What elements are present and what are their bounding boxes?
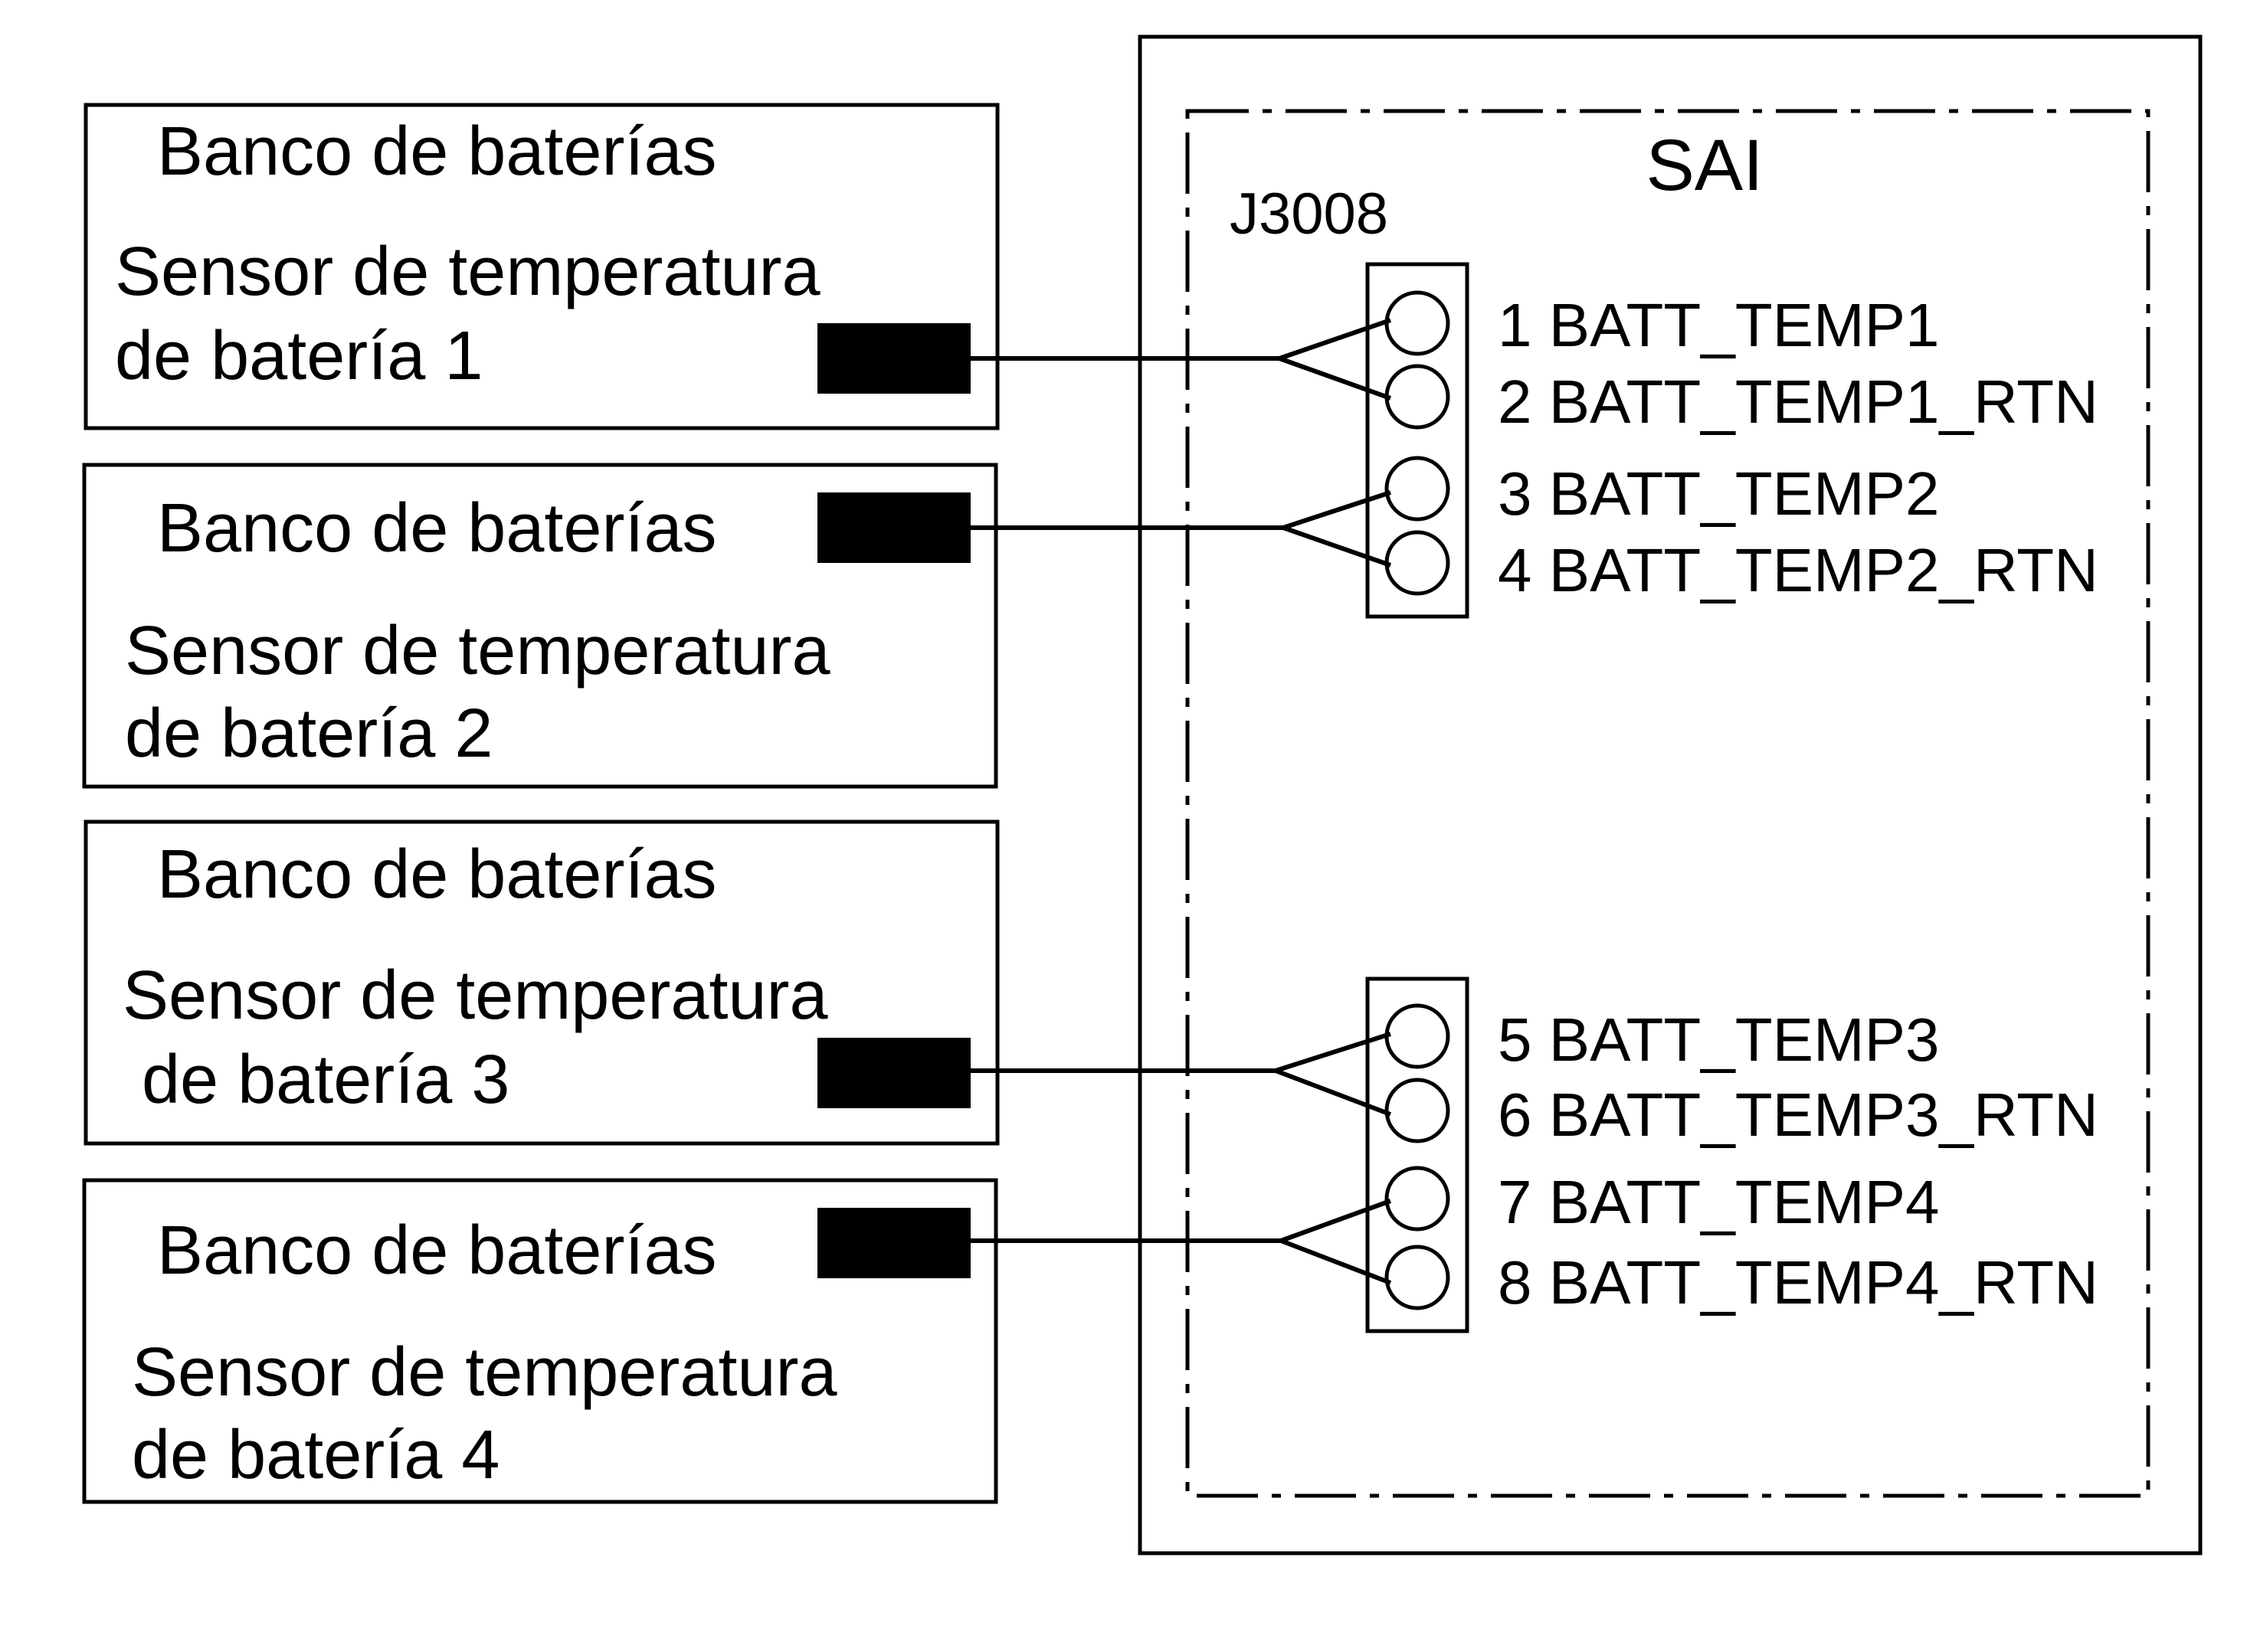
sensor-label-3-line2: de batería 3 [123,1042,509,1118]
pin-circle-3 [1384,456,1450,522]
pin-circle-1 [1384,290,1450,356]
connector-label: J3008 [1230,182,1388,247]
sensor-block-1 [817,323,971,394]
ups-outer-box [1138,34,2203,1555]
battery-bank-box-4 [82,1178,998,1504]
pin-circle-6 [1384,1078,1450,1143]
sensor-label-4-line2: de batería 4 [132,1417,500,1493]
ups-inner-boundary [1185,109,2150,1498]
pin-label-1: 1 BATT_TEMP1 [1498,291,1939,359]
pin-label-2: 2 BATT_TEMP1_RTN [1498,368,2098,436]
pin-circle-8 [1384,1245,1450,1310]
pin-label-5: 5 BATT_TEMP3 [1498,1006,1939,1074]
pin-label-6: 6 BATT_TEMP3_RTN [1498,1081,2098,1149]
battery-bank-box-3 [84,819,1000,1146]
sensor-label-2-line2: de batería 2 [125,695,493,772]
wire-sensor-1 [971,318,1392,401]
ups-title: SAI [1646,125,1763,206]
pin-circle-5 [1384,1003,1450,1069]
sensor-label-1-line1: Sensor de temperatura [115,234,821,310]
pin-label-8: 8 BATT_TEMP4_RTN [1498,1248,2098,1317]
battery-bank-title-3: Banco de baterías [157,836,717,913]
sensor-block-4 [817,1208,971,1278]
pin-label-3: 3 BATT_TEMP2 [1498,460,1939,528]
battery-bank-box-1 [84,103,1000,430]
sensor-block-2 [817,492,971,563]
wire-sensor-4 [971,1199,1392,1285]
pin-circle-4 [1384,530,1450,596]
battery-bank-title-1: Banco de baterías [157,113,717,190]
wire-sensor-3 [971,1032,1392,1117]
pin-circle-7 [1384,1166,1450,1232]
pin-circle-2 [1384,364,1450,430]
pin-label-4: 4 BATT_TEMP2_RTN [1498,536,2098,604]
pin-label-7: 7 BATT_TEMP4 [1498,1168,1939,1236]
sensor-block-3 [817,1038,971,1108]
wire-sensor-2 [971,490,1391,568]
sensor-label-4-line1: Sensor de temperatura [132,1334,837,1411]
sensor-label-1-line2: de batería 1 [115,318,483,394]
connector-block-lower [1365,976,1469,1333]
sensor-label-2-line1: Sensor de temperatura [125,613,830,689]
battery-bank-box-2 [82,463,998,789]
connector-block-upper [1365,262,1469,619]
battery-bank-title-4: Banco de baterías [157,1212,717,1289]
battery-bank-title-2: Banco de baterías [157,490,717,567]
sensor-label-3-line1: Sensor de temperatura [123,957,828,1034]
